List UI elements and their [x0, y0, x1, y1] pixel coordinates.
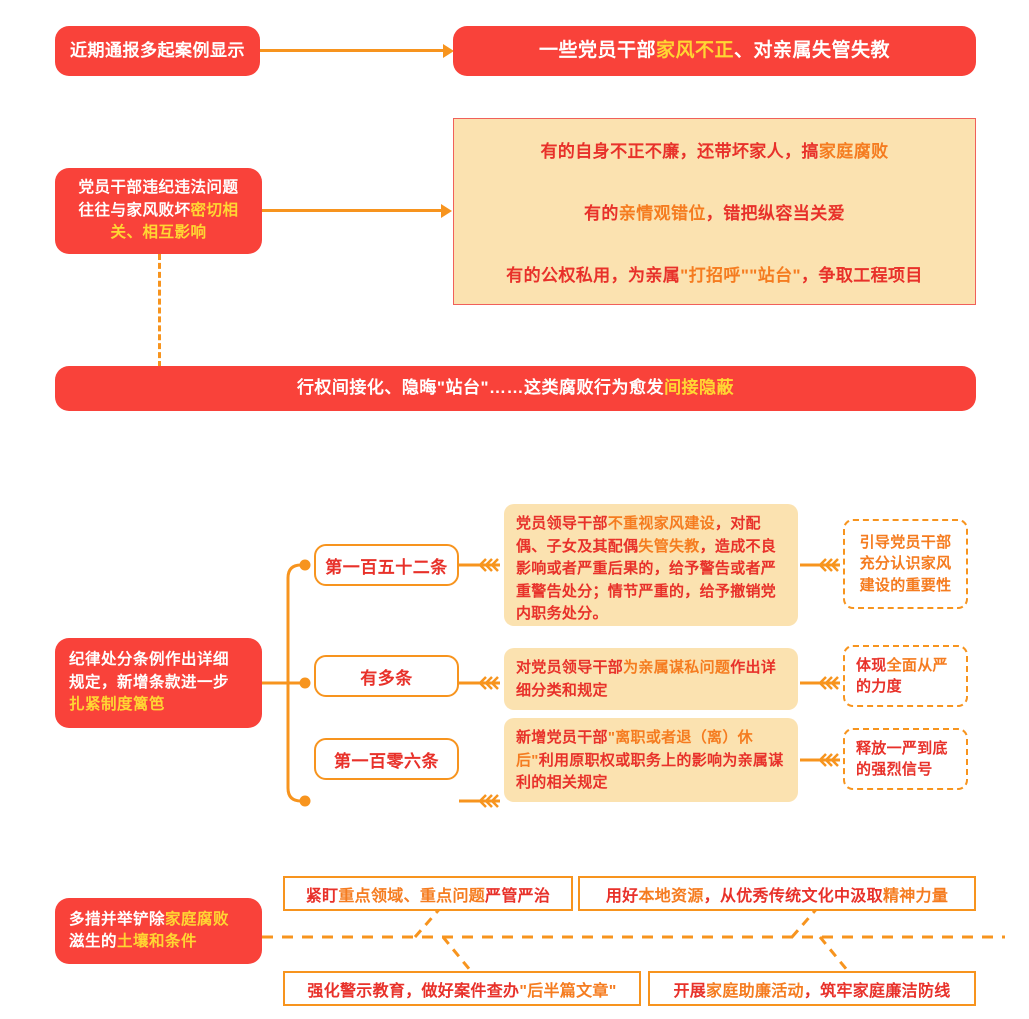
section2-row-2: 有的亲情观错位，错把纵容当关爱: [453, 180, 976, 243]
node-dot-icon: [299, 795, 311, 807]
section2-row2-highlight: 亲情观错位: [618, 203, 706, 223]
section2-row-3: 有的公权私用，为亲属"打招呼""站台"，争取工程项目: [453, 242, 976, 305]
section3-branch-label-1[interactable]: 第一百五十二条: [314, 544, 459, 586]
s3-d3-seg3: 利用原职权或职务上的影响为亲属谋利的相关规定: [516, 751, 784, 792]
section3-branch-label-1-text: 第一百五十二条: [325, 557, 448, 577]
s4-m2-suffix: ，从优秀传统文化中汲取: [703, 887, 883, 905]
s4-m1-suffix: 严管严治: [485, 887, 551, 905]
section3-left-line3: 扎紧制度篱笆: [69, 696, 166, 714]
section2-row2-prefix: 有的: [583, 203, 619, 223]
s4-m4-prefix: 开展: [673, 982, 707, 1000]
s4-m3-prefix: 强化警示教育，做好案件查办: [307, 982, 520, 1000]
s4-m1-prefix: 紧盯: [305, 887, 339, 905]
arrow-right-icon: [443, 44, 454, 58]
section3-left-box: 纪律处分条例作出详细 规定，新增条款进一步 扎紧制度篱笆: [55, 638, 262, 728]
section2-row1-prefix: 有的自身不正不廉，还带坏家人，搞: [540, 142, 819, 161]
s3-d1-seg5: ，造成不良影响或者严重后果的，给予警告或者严重警告处分；情节严重的，给予撤销党内…: [516, 537, 777, 623]
section2-bottom-bar: 行权间接化、隐晦"站台"……这类腐败行为愈发间接隐蔽: [55, 366, 976, 411]
s3-o3-line1: 释放一严到底: [856, 739, 948, 757]
section2-left-line2-plain: 往往与家风败坏: [78, 201, 191, 219]
section3-detail-box-3: 新增党员干部"离职或者退（离）休后"利用原职权或职务上的影响为亲属谋利的相关规定: [504, 718, 798, 802]
s3-d1-seg1: 党员领导干部: [516, 515, 608, 532]
s4-m2-prefix: 用好: [605, 887, 639, 905]
section3-outcome-box-3: 释放一严到底 的强烈信号: [843, 728, 968, 790]
section3-outcome-box-1: 引导党员干部 充分认识家风 建设的重要性: [843, 519, 968, 609]
s3-d3-seg2: "离职或者退（离）休后": [516, 729, 753, 769]
section1-source-text: 近期通报多起案例显示: [70, 40, 245, 60]
section3-left-line1: 纪律处分条例作出详细: [69, 651, 230, 669]
section2-connector-line: [262, 209, 448, 212]
s3-o2-line1-plain: 体现: [856, 656, 887, 674]
section2-vertical-dashed-connector: [158, 254, 161, 367]
section4-left-box: 多措并举铲除家庭腐败 滋生的土壤和条件: [55, 898, 262, 964]
s3-d1-seg3: ，对配偶、子女及其配偶: [516, 515, 761, 555]
s4-line1-highlight: 家庭腐败: [165, 910, 230, 928]
section1-result-box: 一些党员干部家风不正、对亲属失管失教: [453, 26, 976, 76]
section2-row2-suffix: ，错把纵容当关爱: [705, 203, 845, 223]
section2-row1-highlight: 家庭腐败: [818, 142, 889, 161]
section1-source-box: 近期通报多起案例显示: [55, 26, 260, 76]
s3-d3-seg1: 新增党员干部: [516, 729, 608, 746]
node-dot-icon: [299, 677, 311, 689]
s3-d1-seg2: 不重视家风建设: [607, 515, 715, 532]
section3-branch-label-3-text: 第一百零六条: [334, 751, 439, 771]
section2-left-box: 党员干部违纪违法问题 往往与家风败坏密切相 关、相互影响: [55, 168, 262, 254]
s4-m1-highlight: 重点领域、重点问题: [338, 887, 486, 905]
section1-result-suffix: 、对亲属失管失教: [734, 40, 891, 62]
s3-d2-seg2: 为亲属谋私问题: [623, 659, 731, 676]
section2-left-line3: 关、相互影响: [110, 224, 207, 242]
s3-o1-line3: 建设的重要性: [859, 576, 952, 594]
section2-left-line1: 党员干部违纪违法问题: [78, 179, 239, 197]
section1-result-prefix: 一些党员干部: [538, 40, 656, 62]
section3-outcome-box-2: 体现全面从严 的力度: [843, 645, 968, 707]
section2-row3-prefix: 有的公权私用，为亲属: [506, 265, 681, 285]
s4-line2-plain-b: 和条件: [149, 933, 198, 950]
section1-connector-line: [260, 49, 450, 52]
s3-o3-line2: 的强烈信号: [856, 761, 933, 778]
section2-left-line2-highlight: 密切相: [190, 201, 239, 219]
s4-line2-plain-a: 滋生的: [69, 933, 118, 950]
section2-row-1: 有的自身不正不廉，还带坏家人，搞家庭腐败: [453, 118, 976, 181]
section3-branch-label-3[interactable]: 第一百零六条: [314, 738, 459, 780]
section2-bottombar-prefix: 行权间接化、隐晦"站台"……这类腐败行为愈发: [296, 378, 665, 398]
section2-bottombar-highlight: 间接隐蔽: [664, 378, 735, 398]
s3-o1-line2: 充分认识家风: [859, 555, 952, 573]
s4-m2-tail: 精神力量: [882, 887, 949, 905]
s4-m3-highlight: "后半篇文章": [519, 982, 617, 1000]
section3-detail-box-1: 党员领导干部不重视家风建设，对配偶、子女及其配偶失管失教，造成不良影响或者严重后…: [504, 504, 798, 626]
arrow-right-icon: [441, 204, 452, 218]
s3-d2-seg1: 对党员领导干部: [516, 659, 624, 676]
section4-measure-box-2: 用好本地资源，从优秀传统文化中汲取精神力量: [578, 876, 976, 911]
section3-branch-label-2-text: 有多条: [360, 668, 413, 688]
s3-o2-line1-highlight: 全面从严: [886, 656, 948, 674]
s4-line2-highlight: 土壤: [117, 933, 150, 950]
s3-o2-line2: 的力度: [856, 678, 902, 695]
s3-o1-line1: 引导党员干部: [859, 534, 952, 552]
section4-measure-box-4: 开展家庭助廉活动，筑牢家庭廉洁防线: [648, 971, 976, 1006]
section3-left-line2: 规定，新增条款进一步: [69, 673, 230, 691]
section3-branch-label-2[interactable]: 有多条: [314, 655, 459, 697]
section3-detail-box-2: 对党员领导干部为亲属谋私问题作出详细分类和规定: [504, 648, 798, 710]
section1-result-highlight: 家风不正: [655, 40, 734, 62]
s4-m4-suffix: ，筑牢家庭廉洁防线: [803, 982, 951, 1000]
node-dot-icon: [299, 559, 311, 571]
s3-d2-seg3: 作出详细分类和规定: [516, 659, 777, 699]
section2-row3-highlight: "打招呼""站台": [680, 265, 802, 285]
s4-m2-highlight: 本地资源: [638, 887, 704, 905]
s3-d1-seg4: 失管失教: [638, 537, 700, 555]
section4-measure-box-1: 紧盯重点领域、重点问题严管严治: [283, 876, 573, 911]
s4-m4-highlight: 家庭助廉活动: [706, 982, 804, 1000]
section4-measure-box-3: 强化警示教育，做好案件查办"后半篇文章": [283, 971, 641, 1006]
s4-line1-plain: 多措并举铲除: [69, 910, 166, 928]
section2-row3-suffix: ，争取工程项目: [801, 265, 923, 285]
